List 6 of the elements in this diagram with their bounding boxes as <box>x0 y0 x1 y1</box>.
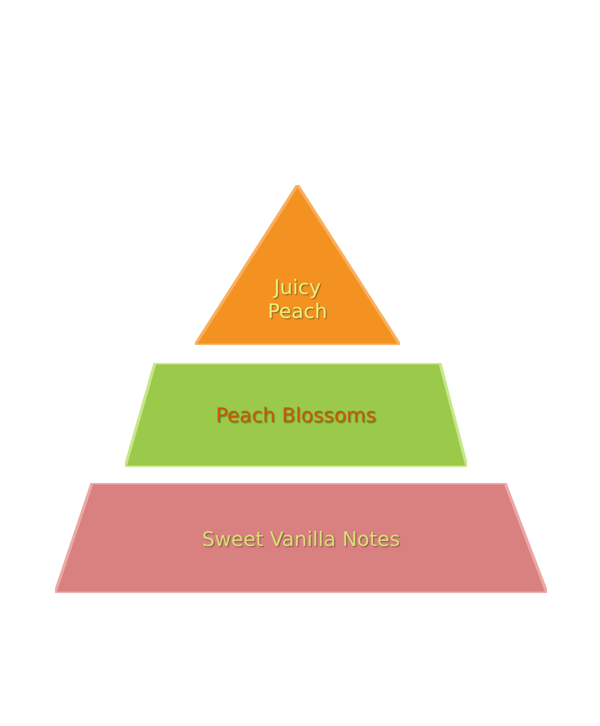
tier-label: Peach Blossoms <box>214 403 378 427</box>
pyramid-tier <box>55 483 547 593</box>
tier-label: Juicy Peach <box>266 275 328 323</box>
pyramid-tier <box>125 363 467 467</box>
pyramid-tier <box>195 185 400 345</box>
tier-label: Sweet Vanilla Notes <box>201 527 401 551</box>
